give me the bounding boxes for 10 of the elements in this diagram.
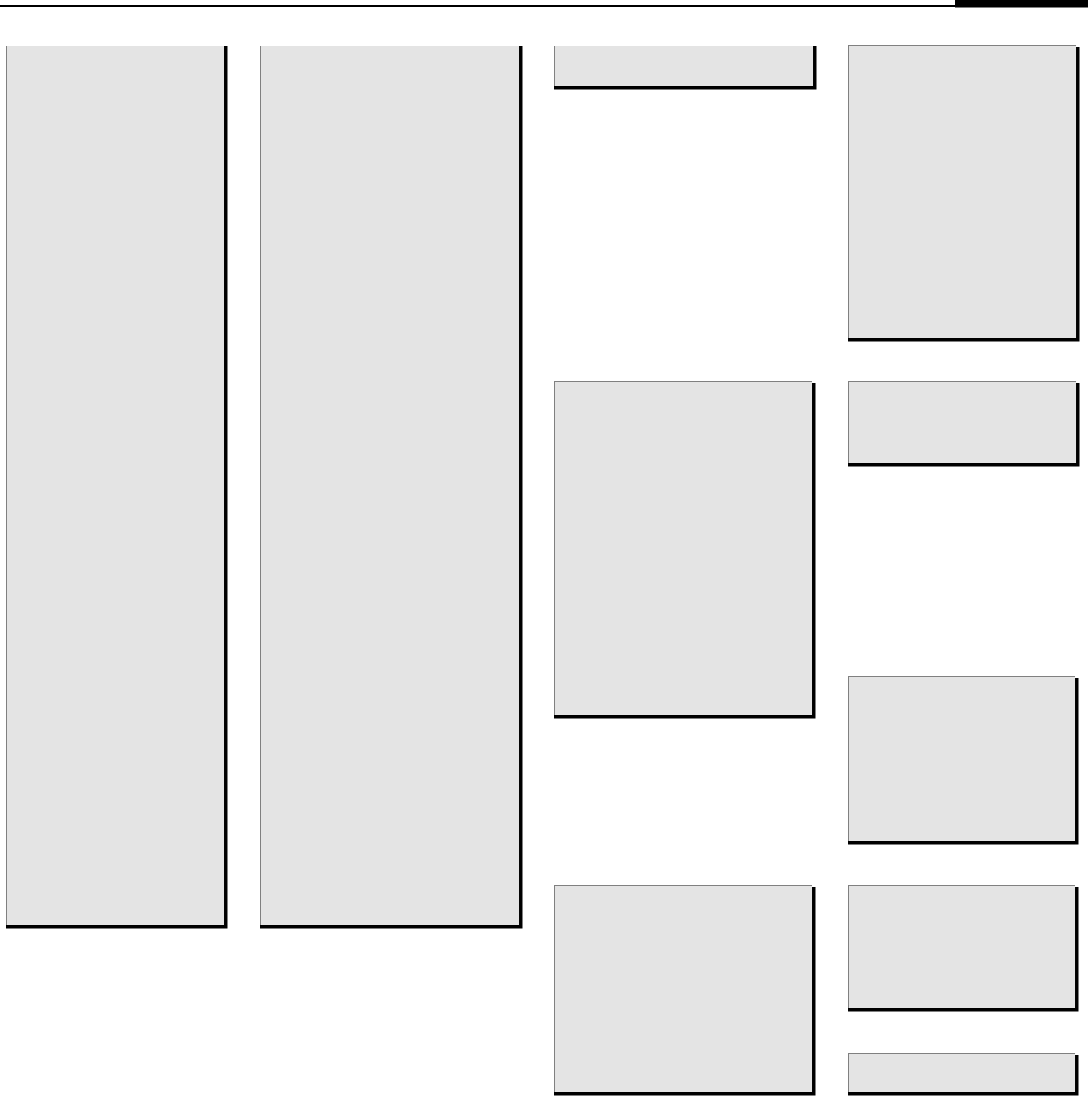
panel-box [6,45,228,929]
panel-box [848,45,1080,342]
panel-box [848,381,1080,467]
panel-box [554,885,816,1096]
panel-box [848,1053,1079,1096]
panel-box [554,381,816,719]
panel-box [260,45,523,929]
panel-box [848,885,1079,1012]
panel-box [554,45,817,90]
panel-box [848,676,1079,845]
